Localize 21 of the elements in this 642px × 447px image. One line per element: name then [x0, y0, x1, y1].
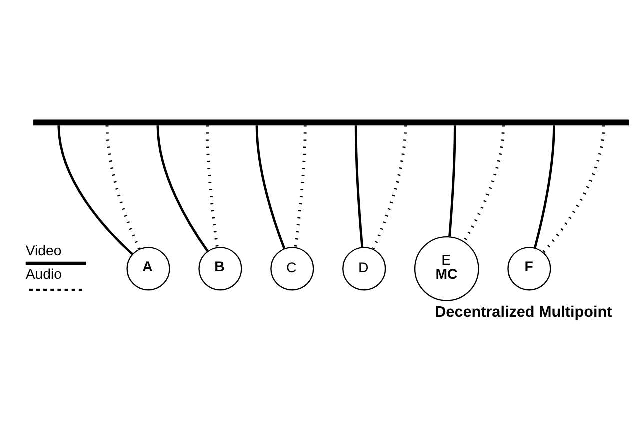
connector	[534, 126, 556, 248]
node-circle: E MC	[414, 236, 480, 302]
connector	[206, 126, 219, 248]
connector	[256, 126, 286, 250]
node-circle: C	[270, 247, 314, 291]
caption: Decentralized Multipoint	[435, 304, 612, 322]
node-circle: B	[198, 247, 242, 291]
connector	[372, 126, 408, 250]
connector	[354, 126, 364, 248]
node-circle: F	[508, 247, 552, 291]
legend-label: Video	[26, 242, 62, 258]
node-circle: A	[126, 247, 170, 291]
connector	[462, 126, 505, 242]
connector	[58, 126, 134, 256]
connector	[106, 126, 141, 250]
connector	[294, 126, 307, 248]
connector	[156, 126, 209, 252]
node-circle: D	[342, 247, 386, 291]
connector	[448, 126, 456, 237]
connector	[542, 126, 606, 254]
legend-label: Audio	[26, 266, 62, 282]
